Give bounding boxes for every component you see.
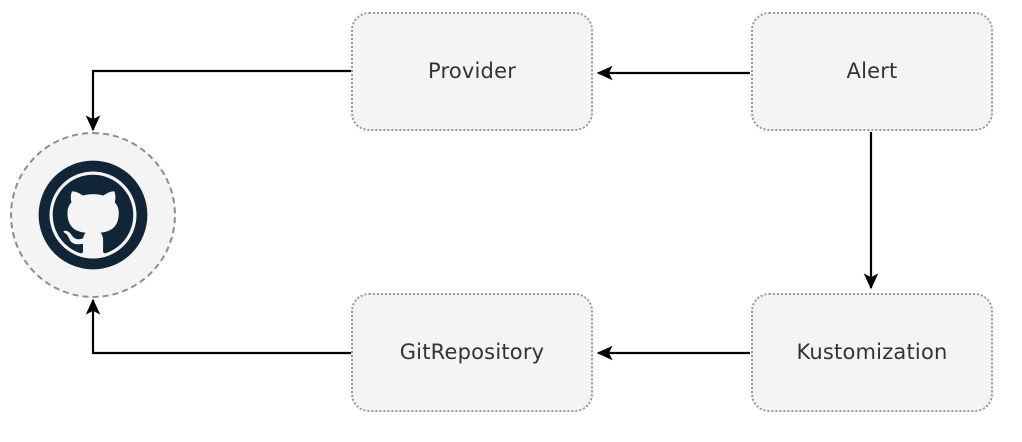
- node-gitrepository[interactable]: GitRepository: [351, 293, 593, 412]
- node-kustomization-label: Kustomization: [796, 340, 948, 364]
- node-gitrepository-label: GitRepository: [399, 340, 545, 364]
- node-alert-label: Alert: [846, 59, 898, 83]
- edge-gitrepository-to-github: [85, 298, 351, 355]
- node-provider[interactable]: Provider: [351, 12, 593, 131]
- node-kustomization[interactable]: Kustomization: [751, 293, 993, 412]
- node-provider-label: Provider: [427, 59, 517, 83]
- github-icon: [38, 160, 148, 270]
- edge-provider-to-github: [85, 69, 351, 132]
- node-alert[interactable]: Alert: [751, 12, 993, 131]
- node-github-source[interactable]: [10, 132, 176, 298]
